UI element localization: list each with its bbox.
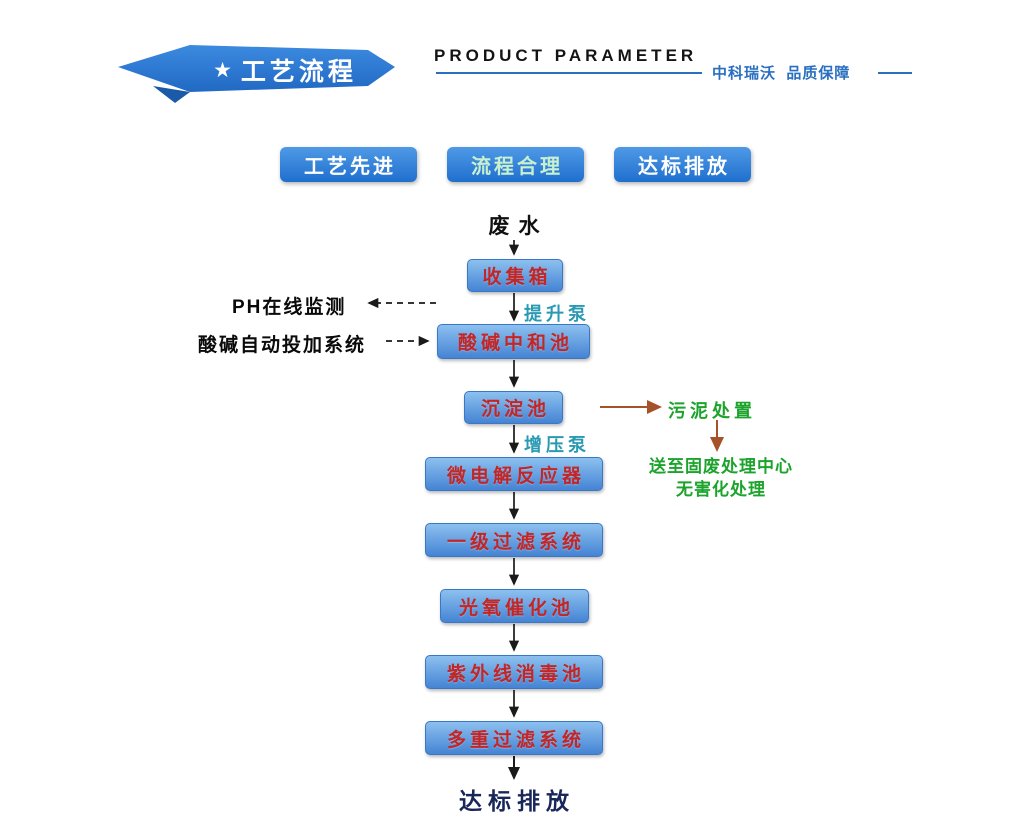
label-lift-pump: 提升泵 xyxy=(524,304,590,324)
flow-box-photocatalytic-pool: 光氧催化池 xyxy=(440,589,589,623)
source-label-wastewater: 废水 xyxy=(488,215,549,238)
flow-box-collection-tank: 收集箱 xyxy=(467,259,563,292)
label-booster-pump: 增压泵 xyxy=(524,435,590,455)
product-parameter-heading: PRODUCT PARAMETER xyxy=(434,46,698,65)
banner-fold-triangle xyxy=(153,86,190,103)
flow-box-multi-filter-system: 多重过滤系统 xyxy=(425,721,603,755)
annotation-solid-waste-center-line2: 无害化处理 xyxy=(676,480,766,499)
flow-box-uv-disinfection-pool: 紫外线消毒池 xyxy=(425,655,603,689)
annotation-sludge-disposal: 污泥处置 xyxy=(668,401,756,421)
flow-box-sedimentation-pool: 沉淀池 xyxy=(464,391,563,424)
banner-title-label: 工艺流程 xyxy=(240,58,357,86)
brand-tagline: 中科瑞沃 品质保障 xyxy=(712,65,851,82)
header-divider-line-left xyxy=(436,72,702,74)
banner-arrow-shape xyxy=(118,45,395,92)
final-label-standard-discharge: 达标排放 xyxy=(459,788,575,814)
flow-box-neutralization-pool: 酸碱中和池 xyxy=(437,324,590,359)
annotation-acid-base-dosing-system: 酸碱自动投加系统 xyxy=(198,335,367,356)
feature-button-reasonable-flow[interactable]: 流程合理 xyxy=(447,147,584,182)
banner-ribbon xyxy=(118,45,395,103)
flow-box-microelectrolysis-reactor: 微电解反应器 xyxy=(425,457,603,491)
header-divider-line-right xyxy=(878,72,912,74)
annotation-ph-online-monitor: PH在线监测 xyxy=(232,297,347,318)
star-icon: ★ xyxy=(213,58,232,82)
annotation-solid-waste-center: 送至固废处理中心 无害化处理 xyxy=(628,455,814,501)
feature-button-standard-discharge[interactable]: 达标排放 xyxy=(614,147,751,182)
feature-button-advanced-process[interactable]: 工艺先进 xyxy=(280,147,417,182)
banner-title: ★ 工艺流程 xyxy=(200,52,370,88)
annotation-solid-waste-center-line1: 送至固废处理中心 xyxy=(649,457,793,476)
flow-box-primary-filter-system: 一级过滤系统 xyxy=(425,523,603,557)
